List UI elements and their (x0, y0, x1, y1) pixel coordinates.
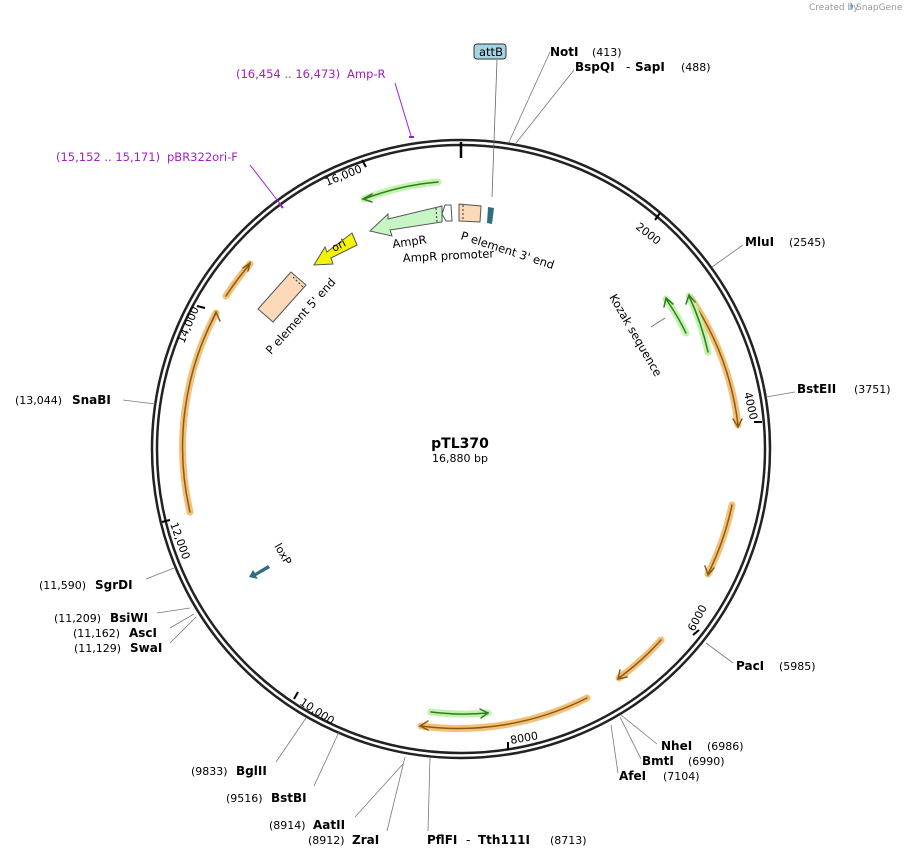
orf-arc-4 (417, 694, 591, 732)
orf-arc-3 (615, 636, 665, 682)
site-bsiwi-name: BsiWI (110, 611, 148, 625)
green-orf-arcs (360, 178, 712, 719)
brand-name: SnapGene (856, 3, 903, 13)
loxp-arrow (249, 565, 270, 579)
site-sgrdi-pos: (11,590) (39, 579, 86, 592)
site-swai-name: SwaI (130, 641, 162, 655)
green-orf-arc-1 (360, 178, 442, 203)
site-aatii-pos: (8914) (269, 819, 306, 832)
ampr-label: AmpR (391, 232, 427, 251)
ampr-promoter-label: AmpR promoter (402, 246, 494, 265)
site-bsiwi-pos: (11,209) (54, 612, 101, 625)
site-sgrdi-name: SgrDI (95, 578, 133, 592)
orf-arc-6 (222, 260, 254, 300)
site-nhei-pos: (6986) (707, 740, 744, 753)
site-pflfi-name: PflFI (427, 833, 457, 847)
tick-label-8000: 8000 (509, 729, 539, 747)
site-asci-name: AscI (129, 626, 157, 640)
site-bglii-name: BglII (236, 764, 267, 778)
site-nhei-name: NheI (661, 739, 692, 753)
restriction-sites: NotI (413) BspQI - SapI (488) MluI (2545… (15, 45, 891, 847)
feature-labels: attB AmpR AmpR promoter P element 3' end… (263, 43, 666, 567)
features (249, 203, 494, 579)
site-zrai-name: ZraI (352, 833, 379, 847)
tick-label-2000: 2000 (633, 220, 663, 247)
ampr-promoter-arrow (441, 204, 453, 222)
green-orf-arc-2 (685, 292, 712, 356)
primers: (16,454 .. 16,473) Amp-R (15,152 .. 15,1… (56, 67, 414, 209)
site-snabi-name: SnaBI (72, 393, 111, 407)
site-bglii-pos: (9833) (191, 765, 228, 778)
ori-label: ori (329, 237, 348, 255)
attb-label: attB (479, 45, 503, 59)
ampr-arrow (368, 205, 443, 237)
ticks: 2000 4000 6000 8000 10,000 12,000 14,000… (161, 159, 762, 750)
site-mlui-name: MluI (745, 235, 774, 249)
tick-label-16000: 16,000 (323, 162, 364, 188)
green-orf-arc-3 (662, 295, 690, 337)
site-snabi-pos: (13,044) (15, 394, 62, 407)
primer-amp-r-name: Amp-R (347, 67, 386, 81)
site-noti-name: NotI (550, 45, 579, 59)
site-bspqi-pos: (488) (681, 61, 711, 74)
site-afei-pos: (7104) (663, 770, 700, 783)
kozak-label: Kozak sequence (606, 292, 665, 379)
p-element-5-end (257, 271, 307, 323)
primer-amp-r-range: (16,454 .. 16,473) (236, 67, 340, 81)
site-afei-name: AfeI (619, 769, 646, 783)
site-bspqi-name: BspQI (575, 60, 615, 74)
site-asci-pos: (11,162) (73, 627, 120, 640)
watermark-text: Created by (809, 3, 859, 13)
site-paci-name: PacI (736, 659, 764, 673)
primer-pbr322ori-name: pBR322ori-F (167, 150, 238, 164)
site-bstbi-pos: (9516) (226, 792, 263, 805)
site-noti-pos: (413) (592, 46, 622, 59)
site-aatii-name: AatII (313, 818, 345, 832)
snapgene-logo-icon (850, 2, 854, 10)
site-bmti-pos: (6990) (688, 755, 725, 768)
site-paci-pos: (5985) (779, 660, 816, 673)
orf-arc-2 (704, 501, 736, 578)
site-bmti-name: BmtI (642, 754, 674, 768)
site-pflfi-sep: - (466, 833, 470, 847)
green-orf-arc-4 (427, 708, 492, 719)
plasmid-title: pTL370 16,880 bp (431, 436, 489, 465)
plasmid-name: pTL370 (431, 436, 489, 452)
attb-box (473, 43, 507, 60)
site-tth111i-name: Tth111I (478, 833, 530, 847)
primer-pbr322ori-range: (15,152 .. 15,171) (56, 150, 160, 164)
site-pflfi-pos: (8713) (550, 834, 587, 847)
loxp-label: loxP (271, 541, 294, 567)
plasmid-size: 16,880 bp (432, 452, 488, 465)
attb-segment (487, 207, 494, 224)
p-element-3-end (458, 203, 482, 223)
ori-arrow (313, 232, 358, 266)
site-zrai-pos: (8912) (308, 834, 345, 847)
site-sapi-name: SapI (635, 60, 665, 74)
plasmid-backbone (150, 138, 772, 760)
site-bsteii-pos: (3751) (854, 383, 891, 396)
snapgene-watermark: Created by SnapGene (809, 2, 903, 13)
site-bsteii-name: BstEII (797, 382, 836, 396)
site-swai-pos: (11,129) (74, 642, 121, 655)
orf-arcs (179, 260, 743, 732)
tick-label-4000: 4000 (741, 391, 760, 421)
site-mlui-pos: (2545) (789, 236, 826, 249)
orf-arc-5 (179, 309, 221, 516)
site-bspqi-sep: - (626, 60, 630, 74)
site-bstbi-name: BstBI (271, 791, 307, 805)
